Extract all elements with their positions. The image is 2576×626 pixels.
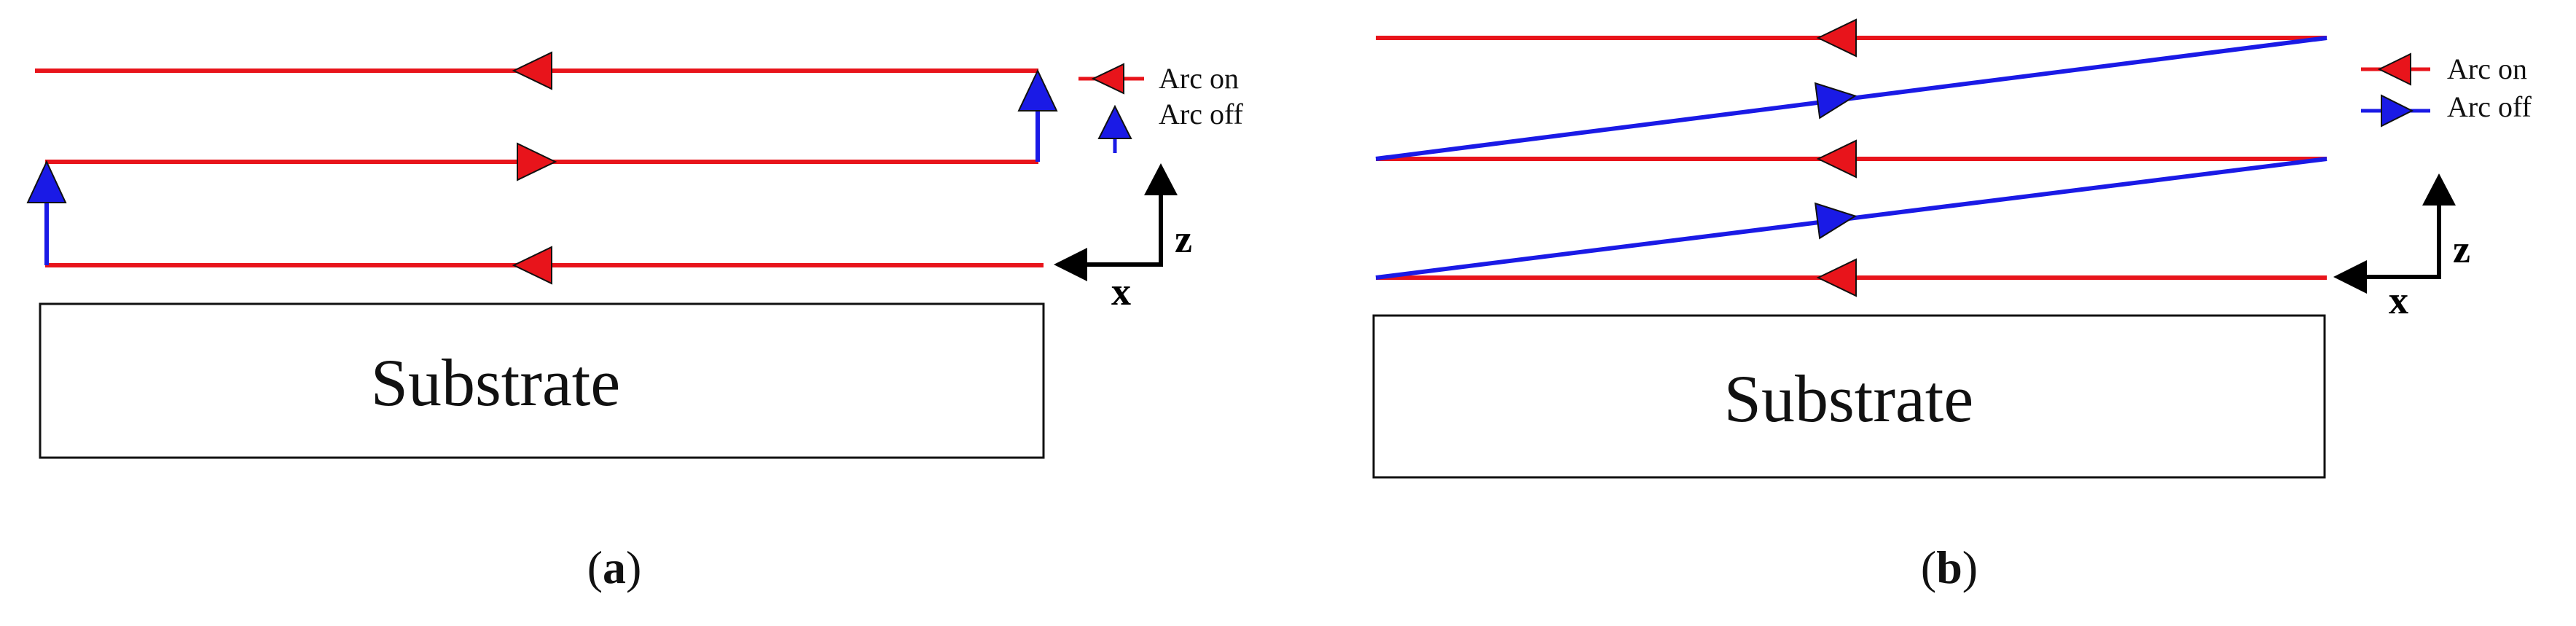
- axis-z-label: z: [1175, 217, 1192, 261]
- caption-open: (: [1921, 541, 1936, 593]
- axis-z-label: z: [2453, 227, 2470, 271]
- legend-arc-on-arrow: [1091, 63, 1124, 95]
- legend-arc-on-label: Arc on: [2447, 52, 2527, 85]
- legend-arc-off-arrow: [1097, 104, 1132, 139]
- arc-on-arrow-middle-right: [517, 142, 557, 181]
- caption-letter: a: [603, 541, 626, 593]
- panel-caption: (a): [587, 541, 642, 593]
- arc-off-arrow-right: [1017, 69, 1058, 111]
- legend-arc-off-label: Arc off: [1159, 98, 1244, 130]
- caption-close: ): [1962, 541, 1978, 593]
- legend-arc-off-arrow: [2381, 94, 2414, 128]
- arc-on-arrow-middle: [1816, 139, 1857, 179]
- axis-x-arrowhead: [1054, 248, 1087, 281]
- substrate-box: [1372, 314, 2326, 479]
- arc-off-arrow-left: [26, 160, 67, 203]
- panel-b: Arc on Arc off z x Substrate (b): [1372, 18, 2532, 593]
- arc-off-arrow-lower: [1814, 202, 1857, 240]
- legend-arc-on-arrow: [2377, 52, 2411, 86]
- caption-letter: b: [1936, 541, 1962, 593]
- axis-x-label: x: [2389, 278, 2408, 322]
- caption-open: (: [587, 541, 603, 593]
- axis-x-arrowhead: [2333, 260, 2367, 294]
- legend-arc-on-label: Arc on: [1159, 62, 1239, 95]
- arc-on-arrow-top: [1816, 18, 1857, 58]
- axis-x-label: x: [1111, 270, 1131, 313]
- substrate-box: [39, 302, 1045, 459]
- arc-on-arrow-bottom: [1816, 258, 1857, 297]
- caption-close: ): [626, 541, 641, 593]
- substrate-label: Substrate: [1724, 361, 1973, 436]
- panel-a: Arc on Arc off z x Substrate (a): [26, 51, 1244, 593]
- panel-caption: (b): [1921, 541, 1978, 593]
- arc-on-arrow-top-left: [512, 51, 552, 90]
- axis-z-arrowhead: [2422, 173, 2456, 206]
- axis-z-arrowhead: [1144, 163, 1178, 195]
- legend-arc-off-label: Arc off: [2447, 90, 2532, 123]
- arc-off-arrow-upper: [1814, 82, 1857, 120]
- substrate-label: Substrate: [371, 345, 620, 420]
- arc-on-arrow-bottom-left: [512, 246, 552, 285]
